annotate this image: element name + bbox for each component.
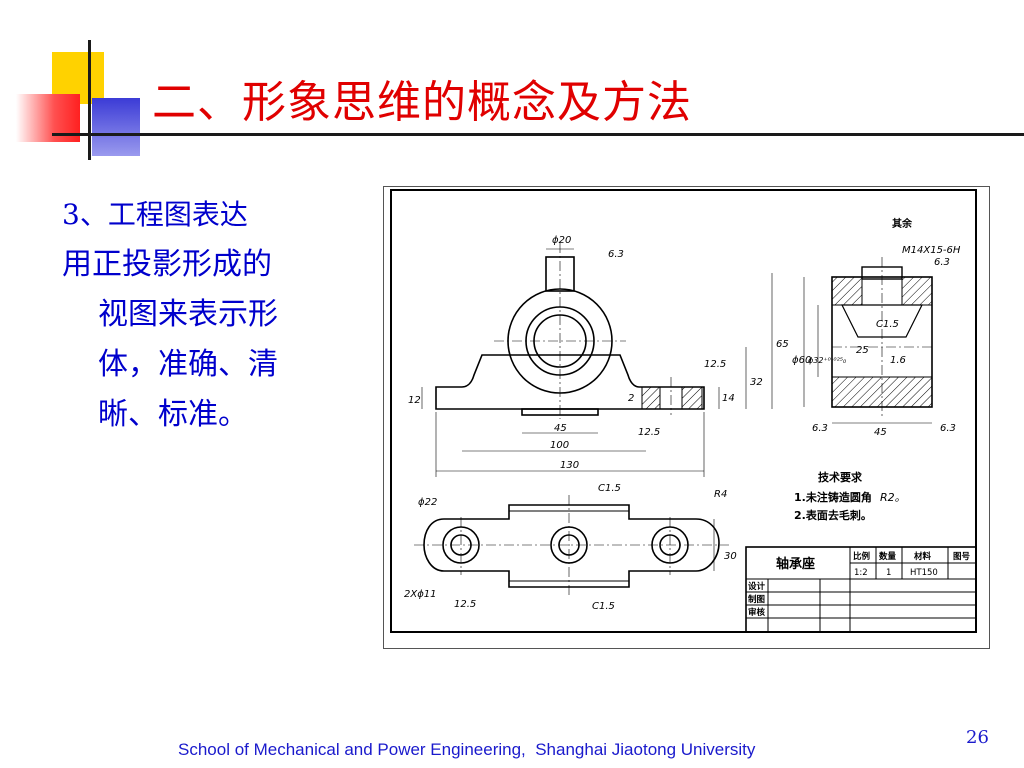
dim-r4: R4	[714, 489, 727, 500]
dim-roughness-1-6: 1.6	[890, 355, 906, 366]
dim-roughness-12-5a: 12.5	[704, 359, 726, 370]
notes-line-1-value: R2。	[880, 491, 906, 504]
dim-roughness-12-5b: 12.5	[638, 427, 660, 438]
deco-blue-square	[92, 98, 140, 156]
front-view-hatch	[641, 386, 703, 410]
dim-thread: M14X15-6H	[902, 245, 961, 256]
front-view	[435, 256, 705, 416]
dim-130: 130	[560, 460, 579, 471]
drawing-svg: ϕ20 6.3 12.5 12.5 65 32 14 2 12 45 100 1…	[390, 189, 977, 633]
col-drawing-no: 图号	[953, 552, 971, 562]
dim-2: 2	[628, 393, 634, 404]
col-material: 材料	[913, 551, 932, 562]
label-review: 审核	[748, 607, 766, 618]
dim-c1-5-bottom: C1.5	[592, 601, 615, 612]
slide-title: 二、形象思维的概念及方法	[152, 77, 692, 128]
qty-value: 1	[886, 568, 891, 578]
dim-roughness-12-5c: 12.5	[454, 599, 476, 610]
page-number: 26	[966, 727, 989, 748]
dim-roughness-6-3: 6.3	[608, 249, 624, 260]
dim-32: 32	[750, 377, 763, 388]
material-value: HT150	[910, 568, 938, 578]
title-block	[745, 546, 977, 633]
dim-phi32-tol: ϕ32⁺⁰·⁰²⁵₀	[808, 356, 847, 365]
dim-phi60: ϕ60	[792, 355, 811, 366]
dim-c1-5-side: C1.5	[876, 319, 899, 330]
body-line-2: 视图来表示形	[98, 297, 278, 332]
dim-roughness-6-3b: 6.3	[934, 257, 950, 268]
dim-45: 45	[554, 423, 567, 434]
label-design: 设计	[748, 581, 766, 592]
dim-30: 30	[724, 551, 737, 562]
body-line-3: 体，准确、清	[98, 347, 278, 382]
top-view-centerlines	[414, 495, 729, 597]
front-view-centerlines	[494, 243, 672, 419]
part-name: 轴承座	[776, 556, 815, 572]
col-scale: 比例	[853, 551, 871, 562]
notes-heading: 技术要求	[818, 470, 863, 484]
body-line-4: 晰、标准。	[98, 397, 248, 432]
dim-c1-5-top: C1.5	[598, 483, 621, 494]
dim-roughness-6-3d: 6.3	[940, 423, 956, 434]
footer-text: School of Mechanical and Power Engineeri…	[178, 740, 756, 759]
body-line-1: 用正投影形成的	[62, 247, 272, 282]
scale-value: 1:2	[854, 568, 868, 578]
dim-roughness-25: 25	[856, 345, 869, 356]
dim-65: 65	[776, 339, 789, 350]
notes-line-1: 1.未注铸造圆角	[794, 490, 872, 504]
drawing-border	[390, 189, 977, 633]
dim-phi20: ϕ20	[552, 235, 571, 246]
label-draw: 制图	[748, 594, 765, 605]
col-qty: 数量	[879, 551, 897, 562]
notes-line-2: 2.表面去毛刺。	[794, 508, 872, 522]
dim-100: 100	[550, 440, 569, 451]
deco-vertical-line	[88, 40, 91, 160]
title-underline	[52, 133, 1024, 136]
top-view	[423, 504, 720, 588]
dim-roughness-6-3c: 6.3	[812, 423, 828, 434]
side-view	[803, 257, 933, 424]
body-heading: 3、工程图表达	[62, 198, 248, 231]
dim-holes: 2Xϕ11	[404, 589, 437, 600]
dim-phi22: ϕ22	[418, 497, 437, 508]
body-text: 3、工程图表达 用正投影形成的 视图来表示形 体，准确、清 晰、标准。	[62, 190, 362, 440]
dim-14: 14	[722, 393, 735, 404]
dim-12: 12	[408, 395, 421, 406]
dim-45-side: 45	[874, 427, 887, 438]
dim-rest-label: 其余	[892, 217, 913, 230]
engineering-drawing: ϕ20 6.3 12.5 12.5 65 32 14 2 12 45 100 1…	[383, 186, 990, 649]
front-view-dimlines	[421, 248, 773, 477]
